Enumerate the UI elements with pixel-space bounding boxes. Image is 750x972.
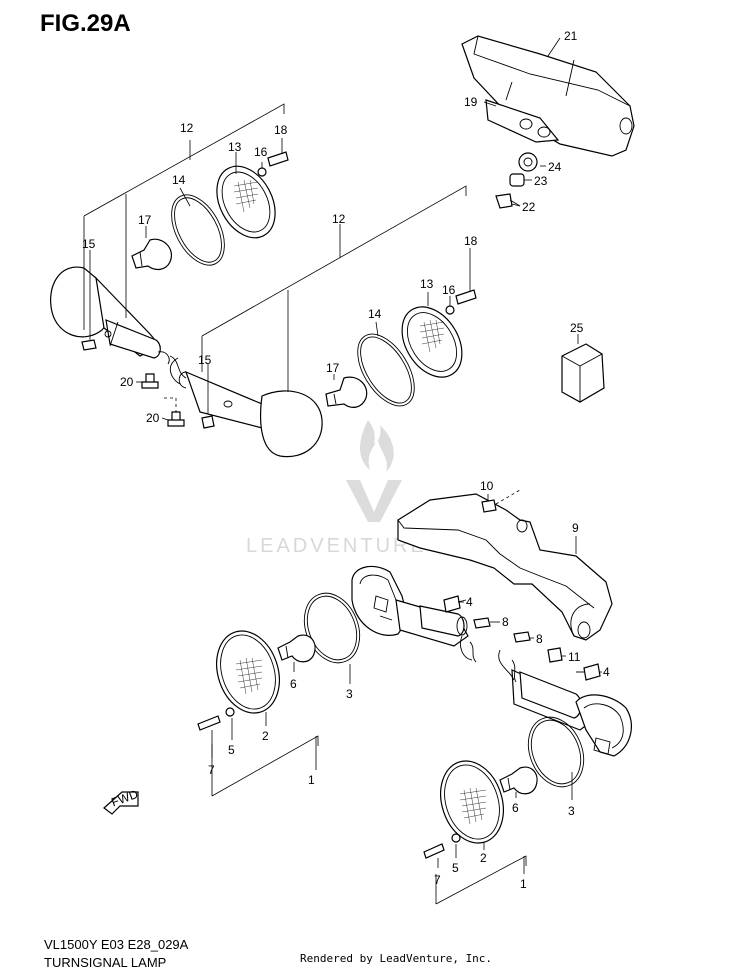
lens-13-upper-left: [216, 165, 276, 239]
upper-center-turnsignal: [169, 357, 323, 458]
callout-25: 25: [570, 321, 584, 335]
bolt-4-right: [576, 663, 601, 681]
lens-2-lower-left: [216, 630, 280, 714]
callout-numbers: 21 19 24 23 22 12 18 13 16 14 17 15 20 2…: [82, 29, 610, 891]
lower-right-housing: [498, 649, 632, 757]
figure-title: FIG.29A: [40, 10, 131, 37]
callout-5-lower-right: 5: [452, 861, 459, 875]
callout-1-left: 1: [308, 773, 315, 787]
bulb-17-upper-left: [131, 238, 172, 271]
collar-23: [509, 173, 525, 187]
callout-4-left: 4: [466, 595, 473, 609]
rendered-by-credit: Rendered by LeadVenture, Inc.: [300, 952, 493, 965]
callout-22: 22: [522, 200, 536, 214]
washer-16-upper-left: [257, 167, 267, 177]
washer-5-lower-right: [451, 833, 461, 843]
screw-15-upper-left: [81, 339, 97, 351]
callout-21: 21: [564, 29, 578, 43]
part-25-relay: [561, 334, 605, 403]
callout-19: 19: [464, 95, 478, 109]
screw-8-right: [513, 631, 531, 643]
callout-12-upper-left: 12: [180, 121, 194, 135]
callout-8-left: 8: [502, 615, 509, 629]
bulb-17-upper-center: [325, 376, 368, 408]
callout-9: 9: [572, 521, 579, 535]
rear-bracket-assembly: [461, 35, 635, 157]
callout-2-lower-right: 2: [480, 851, 487, 865]
bolt-4-left: [443, 595, 467, 613]
screw-15-upper-center: [201, 415, 215, 429]
callout-10: 10: [480, 479, 494, 493]
gasket-3-lower-right: [527, 716, 585, 788]
callout-4-right: 4: [603, 665, 610, 679]
callout-17-upper-left: 17: [138, 213, 152, 227]
callout-20-a: 20: [120, 375, 134, 389]
callout-1-right: 1: [520, 877, 527, 891]
watermark-brand: LEADVENTURE: [246, 535, 427, 557]
callout-2-lower-left: 2: [262, 729, 269, 743]
model-code: VL1500Y E03 E28_029A: [44, 937, 189, 952]
callout-3-lower-left: 3: [346, 687, 353, 701]
callout-16-upper-center: 16: [442, 283, 456, 297]
section-name: TURNSIGNAL LAMP: [44, 955, 167, 970]
bolt-20-a: [141, 373, 159, 389]
fwd-arrow-icon: FWD: [103, 787, 140, 815]
gasket-14-upper-left: [171, 194, 225, 266]
callout-7-lower-right: 7: [434, 873, 441, 887]
callout-13-upper-left: 13: [228, 140, 242, 154]
front-bracket-9: [397, 493, 613, 641]
callout-7-lower-left: 7: [208, 763, 215, 777]
callout-12-upper-center: 12: [332, 212, 346, 226]
screw-10: [481, 499, 497, 513]
callout-6-lower-right: 6: [512, 801, 519, 815]
v-logo-icon: [346, 480, 402, 522]
flame-icon: [360, 420, 394, 472]
callout-20-b: 20: [146, 411, 160, 425]
bolt-20-b: [167, 411, 185, 427]
callout-6-lower-left: 6: [290, 677, 297, 691]
gasket-14-upper-center: [357, 333, 415, 407]
screw-11: [547, 647, 563, 663]
screw-8-left: [473, 617, 491, 629]
callout-15-upper-left: 15: [82, 237, 96, 251]
callout-17-upper-center: 17: [326, 361, 340, 375]
screw-18-upper-center: [455, 289, 477, 305]
diagram-footer: VL1500Y E03 E28_029A TURNSIGNAL LAMP: [44, 936, 188, 972]
lens-13-upper-center: [401, 306, 463, 378]
screw-7-lower-left: [197, 715, 221, 731]
callout-14-upper-center: 14: [368, 307, 382, 321]
callout-15-upper-center: 15: [198, 353, 212, 367]
lens-2-lower-right: [440, 760, 504, 844]
callout-5-lower-left: 5: [228, 743, 235, 757]
grommet-24: [518, 152, 538, 172]
washer-16-upper-center: [445, 305, 455, 315]
callout-13-upper-center: 13: [420, 277, 434, 291]
bulb-6-lower-right: [499, 766, 538, 795]
callout-8-right: 8: [536, 632, 543, 646]
callout-18-upper-center: 18: [464, 234, 478, 248]
screw-18-upper-left: [267, 151, 289, 167]
callout-24: 24: [548, 160, 562, 174]
upper-left-turnsignal: [50, 266, 187, 379]
bulb-6-lower-left: [277, 634, 316, 663]
screw-7-lower-right: [423, 843, 445, 859]
callout-3-lower-right: 3: [568, 804, 575, 818]
washer-5-lower-left: [225, 707, 235, 717]
callout-11: 11: [568, 650, 581, 664]
leadventure-watermark: LEADVENTURE: [246, 420, 427, 557]
callout-18-upper-left: 18: [274, 123, 288, 137]
lower-left-housing: [351, 565, 477, 663]
callout-14-upper-left: 14: [172, 173, 186, 187]
callout-23: 23: [534, 174, 548, 188]
screw-22: [495, 193, 521, 209]
callout-16-upper-left: 16: [254, 145, 268, 159]
